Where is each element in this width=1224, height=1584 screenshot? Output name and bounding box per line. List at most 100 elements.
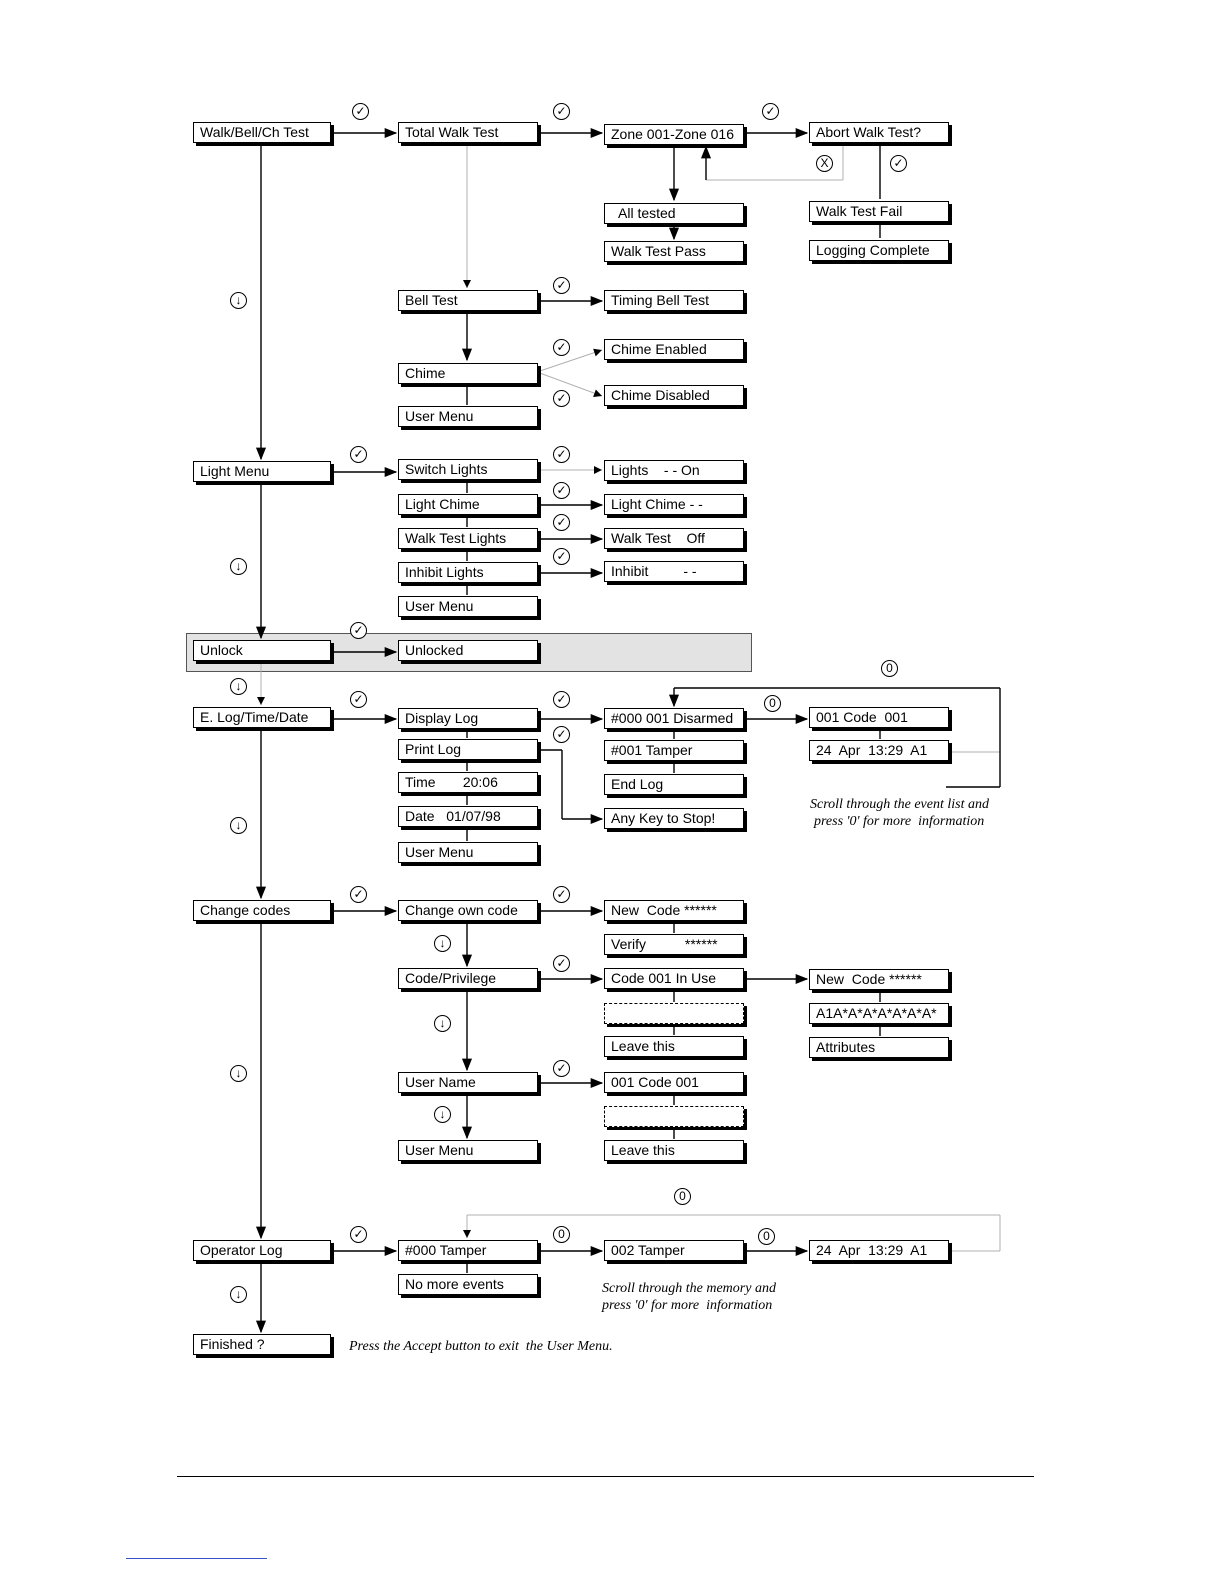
box-code-001-a: 001 Code 001 [809,707,949,728]
box-finished: Finished ? [193,1334,331,1355]
box-end-log: End Log [604,774,744,795]
accept-icon: ✓ [890,155,907,172]
zero-icon: 0 [553,1226,570,1243]
box-bell-test: Bell Test [398,290,538,311]
box-code-001-b: 001 Code 001 [604,1072,744,1093]
accept-icon: ✓ [553,1060,570,1077]
box-lights-on: Lights - - On [604,460,744,481]
box-elog-time-date: E. Log/Time/Date [193,707,331,728]
arrowhead-28 [257,697,265,705]
accept-icon: ✓ [553,691,570,708]
box-timing-bell-test: Timing Bell Test [604,290,744,311]
box-tamper-002: 002 Tamper [604,1240,744,1261]
note-press-accept: Press the Accept button to exit the User… [349,1339,613,1354]
box-event-time-b: 24 Apr 13:29 A1 [809,1240,949,1261]
accept-icon: ✓ [553,514,570,531]
down-icon: ↓ [230,558,247,575]
note-scroll-event-1: Scroll through the event list and [810,797,989,812]
box-user-name: User Name [398,1072,538,1093]
accept-icon: ✓ [350,446,367,463]
box-user-menu-4: User Menu [398,1140,538,1161]
box-user-menu-3: User Menu [398,842,538,863]
box-user-menu-1: User Menu [398,406,538,427]
box-print-log: Print Log [398,739,538,760]
box-verify: Verify ****** [604,934,744,955]
accept-icon: ✓ [350,691,367,708]
box-light-chime: Light Chime [398,494,538,515]
accept-icon: ✓ [553,390,570,407]
box-change-own-code: Change own code [398,900,538,921]
box-chime: Chime [398,363,538,384]
reject-icon: X [816,155,833,172]
footer-link-underline [126,1558,267,1559]
box-change-codes: Change codes [193,900,331,921]
box-abort-walk-test: Abort Walk Test? [809,122,949,143]
box-zone-range: Zone 001-Zone 016 [604,124,744,145]
accept-icon: ✓ [553,548,570,565]
arrowhead-18 [594,466,602,474]
connector-14 [536,371,603,397]
box-user-menu-2: User Menu [398,596,538,617]
box-code-privilege: Code/Privilege [398,968,538,989]
box-walk-test-pass: Walk Test Pass [604,241,744,262]
box-chime-disabled: Chime Disabled [604,385,744,406]
zero-icon: 0 [758,1228,775,1245]
box-walk-test-lights: Walk Test Lights [398,528,538,549]
box-code-001-in-use: Code 001 In Use [604,968,744,989]
box-inhibit-value: Inhibit - - [604,561,744,582]
connector-13 [536,349,603,373]
accept-icon: ✓ [553,726,570,743]
arrowhead-10 [463,280,471,288]
down-icon: ↓ [230,817,247,834]
down-icon: ↓ [434,1106,451,1123]
box-new-code-a: New Code ****** [604,900,744,921]
zero-icon: 0 [674,1188,691,1205]
down-icon: ↓ [230,1286,247,1303]
accept-icon: ✓ [350,886,367,903]
arrowhead-13 [593,348,602,357]
arrowhead-14 [593,389,602,397]
accept-icon: ✓ [762,103,779,120]
accept-icon: ✓ [350,622,367,639]
down-icon: ↓ [230,678,247,695]
box-inhibit-lights: Inhibit Lights [398,562,538,583]
box-blank-b [604,1106,744,1127]
note-scroll-memory-1: Scroll through the memory and [602,1281,776,1296]
box-light-chime-value: Light Chime - - [604,494,744,515]
box-walk-test-fail: Walk Test Fail [809,201,949,222]
accept-icon: ✓ [350,1226,367,1243]
box-date: Date 01/07/98 [398,806,538,827]
accept-icon: ✓ [553,339,570,356]
accept-icon: ✓ [553,482,570,499]
accept-icon: ✓ [553,277,570,294]
box-event-time-a: 24 Apr 13:29 A1 [809,740,949,761]
box-no-more-events: No more events [398,1274,538,1295]
accept-icon: ✓ [352,103,369,120]
zero-icon: 0 [764,695,781,712]
accept-icon: ✓ [553,103,570,120]
box-time: Time 20:06 [398,772,538,793]
box-total-walk-test: Total Walk Test [398,122,538,143]
footer-rule [177,1476,1034,1477]
box-blank-a [604,1003,744,1024]
box-walk-test-off: Walk Test Off [604,528,744,549]
box-chime-enabled: Chime Enabled [604,339,744,360]
box-walk-bell-ch-test: Walk/Bell/Ch Test [193,122,331,143]
box-any-key-stop: Any Key to Stop! [604,808,744,829]
zero-icon: 0 [881,660,898,677]
box-unlocked: Unlocked [398,640,538,661]
box-all-tested: All tested [604,203,744,224]
note-scroll-event-2: press '0' for more information [814,814,985,829]
accept-icon: ✓ [553,955,570,972]
arrowhead-72 [463,1230,471,1238]
box-event-001: #001 Tamper [604,740,744,761]
box-unlock: Unlock [193,640,331,661]
down-icon: ↓ [434,935,451,952]
note-scroll-memory-2: press '0' for more information [602,1298,773,1313]
box-event-000: #000 001 Disarmed [604,708,744,729]
box-switch-lights: Switch Lights [398,459,538,480]
box-leave-this-a: Leave this [604,1036,744,1057]
box-light-menu: Light Menu [193,461,331,482]
